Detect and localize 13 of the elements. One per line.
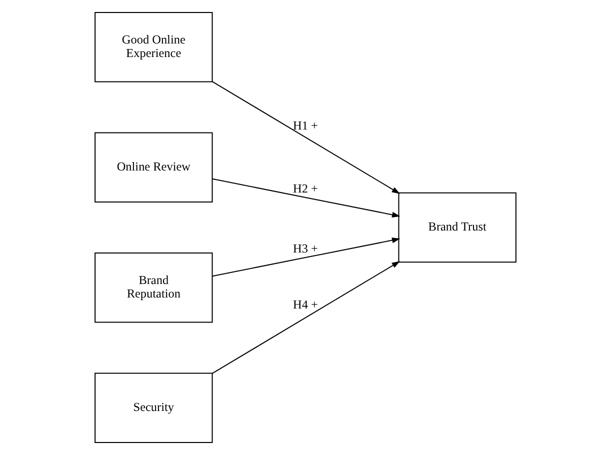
edge-label: H1 + [293, 118, 318, 132]
edge-label: H2 + [293, 181, 318, 196]
edge-label: H3 + [293, 242, 318, 256]
node-box: Brand Trust [398, 192, 516, 263]
arrow [212, 237, 400, 277]
node-box: Good Online Experience [94, 12, 213, 82]
edge-label: H4 + [293, 298, 318, 312]
node-box: Brand Reputation [94, 252, 213, 323]
node-box: Online Review [94, 132, 213, 203]
node-box: Security [94, 372, 213, 444]
arrow [212, 178, 400, 218]
arrow [212, 81, 400, 194]
arrow [212, 261, 400, 374]
